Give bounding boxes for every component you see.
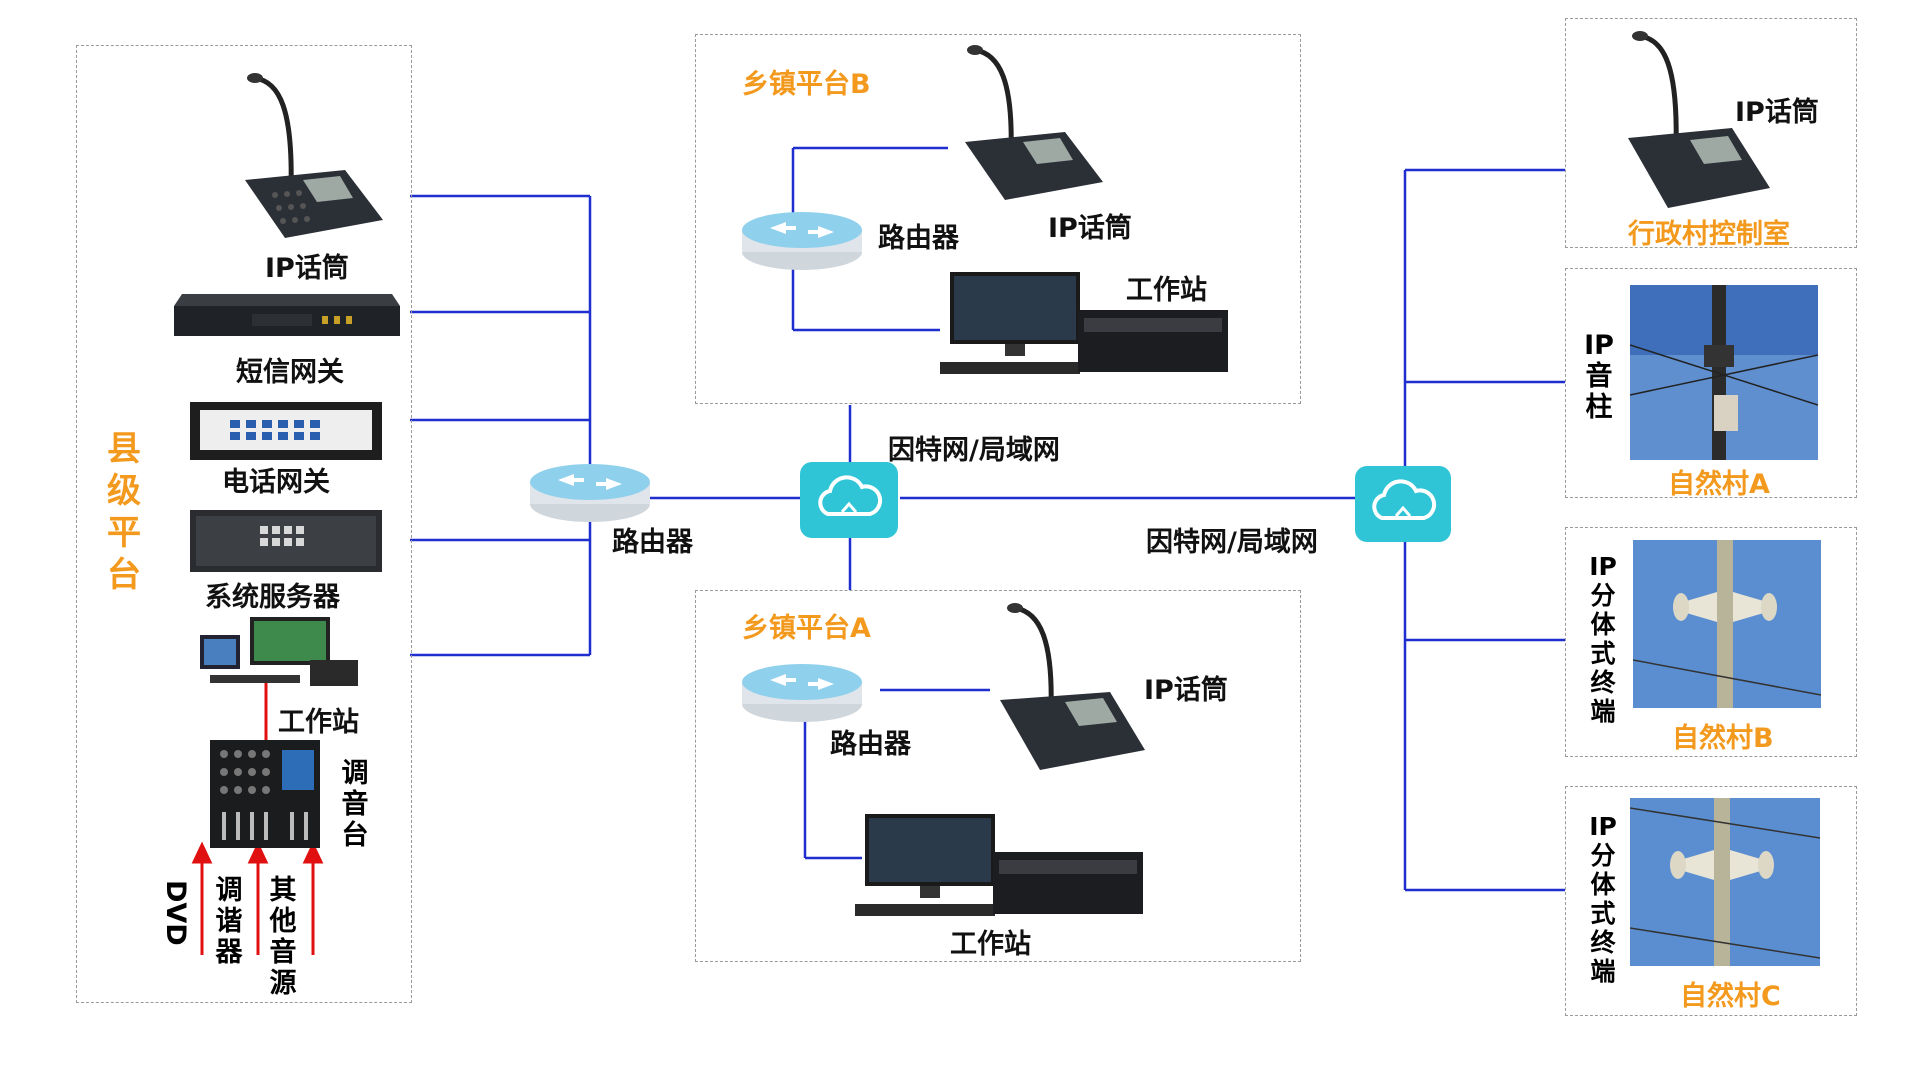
county-workstation-label: 工作站 — [278, 707, 359, 738]
right-cloud-icon — [1355, 466, 1451, 542]
village-b-box — [1565, 527, 1857, 757]
village-c-box — [1565, 786, 1857, 1016]
county-platform-box — [76, 45, 412, 1003]
admin-village-box — [1565, 18, 1857, 248]
town-a-router-label: 路由器 — [830, 729, 911, 760]
source-tuner-label: 调谐器 — [215, 875, 243, 968]
system-server-label: 系统服务器 — [205, 582, 340, 613]
network-label-right: 因特网/局域网 — [1146, 527, 1318, 558]
admin-village-mic-label: IP话筒 — [1735, 97, 1819, 128]
village-a-device-label: IP音柱 — [1584, 330, 1614, 423]
town-a-workstation-label: 工作站 — [950, 929, 1031, 960]
town-a-title: 乡镇平台A — [742, 613, 871, 644]
village-c-split-speaker-photo — [1630, 798, 1820, 966]
village-b-split-speaker-photo — [1633, 540, 1821, 708]
phone-gateway-icon — [190, 402, 382, 460]
admin-village-microphone-icon — [1628, 31, 1770, 208]
county-workstation-icon — [200, 617, 358, 686]
village-a-box — [1565, 268, 1857, 498]
village-c-title: 自然村C — [1680, 981, 1781, 1012]
source-other-label: 其他音源 — [269, 875, 297, 999]
town-b-box — [695, 34, 1301, 404]
admin-village-title: 行政村控制室 — [1628, 219, 1790, 250]
village-b-title: 自然村B — [1672, 723, 1774, 754]
mixer-console-icon — [210, 740, 320, 848]
village-b-device-label: IP分体式终端 — [1589, 552, 1617, 726]
town-b-router-icon — [742, 212, 862, 270]
network-label-top: 因特网/局域网 — [888, 435, 1060, 466]
county-mic-label: IP话筒 — [265, 253, 349, 284]
county-platform-title: 县级平台 — [107, 429, 141, 595]
central-cloud-icon — [800, 462, 898, 538]
town-a-workstation-icon — [855, 814, 1143, 916]
source-dvd-label: DVD — [160, 880, 191, 946]
town-b-title: 乡镇平台B — [742, 69, 871, 100]
town-b-microphone-icon — [965, 45, 1103, 200]
village-a-title: 自然村A — [1668, 469, 1770, 500]
town-a-mic-label: IP话筒 — [1144, 675, 1228, 706]
town-b-router-label: 路由器 — [878, 223, 959, 254]
town-b-workstation-icon — [940, 272, 1228, 374]
village-c-device-label: IP分体式终端 — [1589, 812, 1617, 986]
town-a-microphone-icon — [1000, 603, 1145, 770]
town-a-box — [695, 590, 1301, 962]
ip-microphone-icon — [245, 73, 383, 238]
town-b-mic-label: IP话筒 — [1048, 213, 1132, 244]
phone-gateway-label: 电话网关 — [222, 467, 330, 498]
town-a-router-icon — [742, 664, 862, 722]
sms-gateway-label: 短信网关 — [236, 357, 344, 388]
county-router-icon — [530, 464, 650, 522]
county-router-label: 路由器 — [612, 527, 693, 558]
system-server-icon — [190, 510, 382, 572]
town-b-workstation-label: 工作站 — [1126, 275, 1207, 306]
mixer-label: 调音台 — [341, 758, 369, 851]
ip-column-speaker-photo — [1630, 285, 1818, 460]
sms-gateway-icon — [174, 294, 400, 336]
